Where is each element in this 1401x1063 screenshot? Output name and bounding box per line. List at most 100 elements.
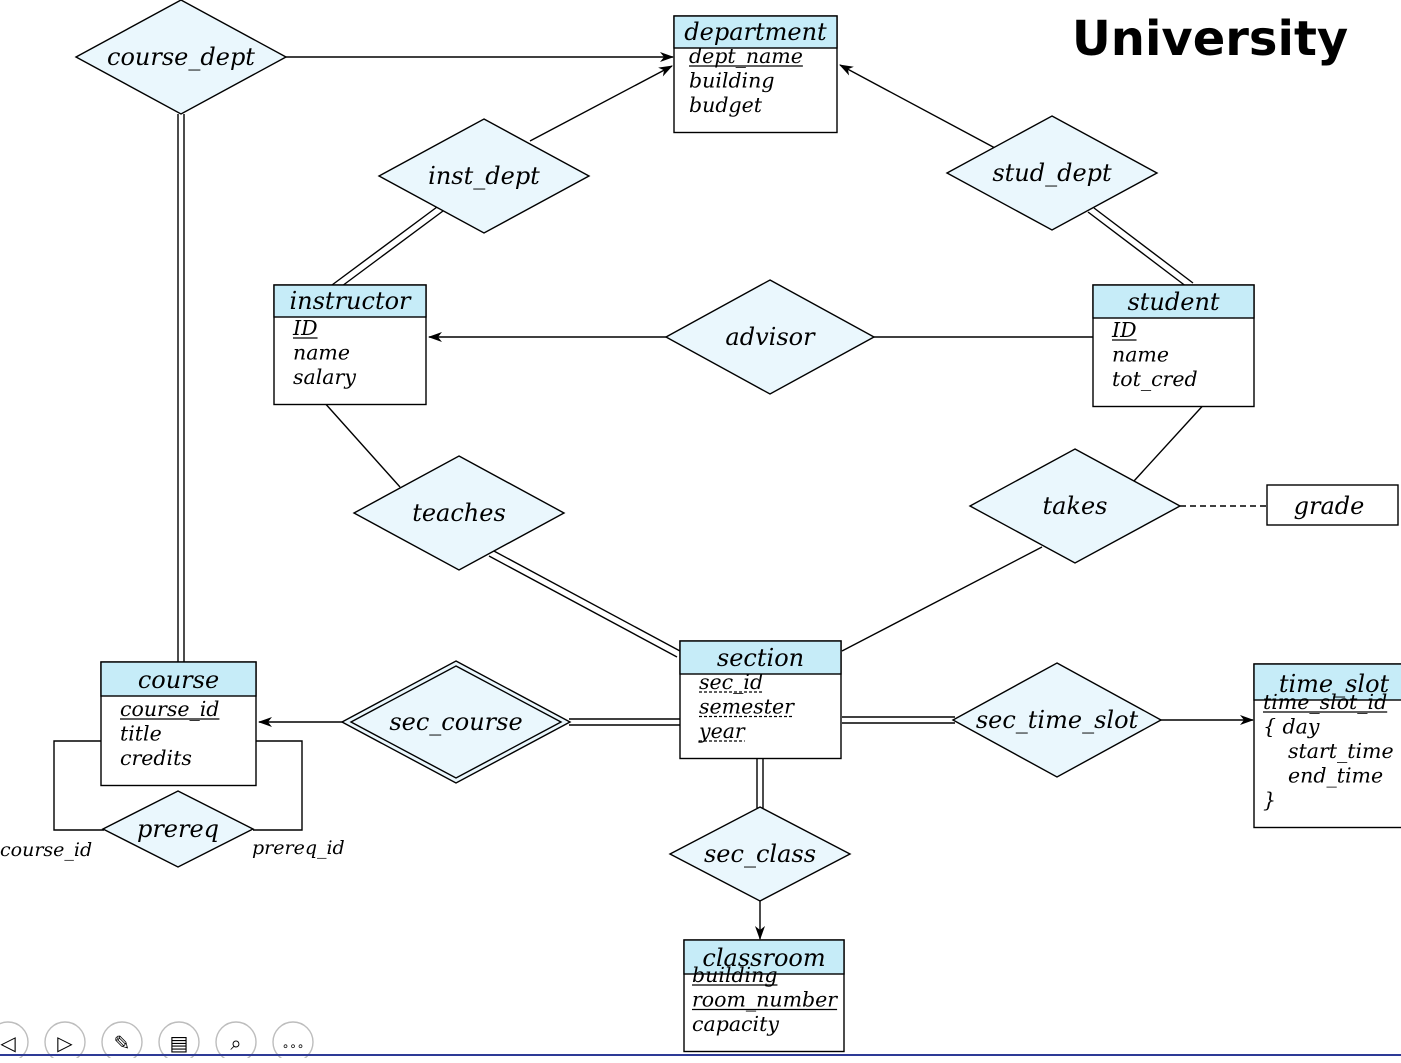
- entity-classroom-attribute: building: [692, 963, 777, 987]
- entity-time-slot-attribute: start_time: [1288, 739, 1394, 763]
- entity-instructor-attribute: ID: [292, 316, 318, 340]
- svg-text:⌕: ⌕: [230, 1031, 241, 1055]
- link-inst-dept-instructor-a: [331, 206, 438, 286]
- role-label-prereq-id: prereq_id: [252, 837, 345, 859]
- entity-section-header: [679, 640, 842, 675]
- entity-course-attribute: course_id: [120, 697, 219, 721]
- zoom-icon[interactable]: ⌕: [215, 1021, 257, 1063]
- entity-time-slot-header: [1253, 663, 1401, 701]
- relationship-takes-label: takes: [1042, 492, 1107, 520]
- entity-course-name: course: [138, 666, 219, 694]
- prev-icon[interactable]: ◁: [0, 1021, 29, 1063]
- pen-icon[interactable]: ✎: [101, 1021, 143, 1063]
- link-prereq-prereq-id: [253, 740, 303, 831]
- svg-text:▷: ▷: [57, 1031, 73, 1055]
- relationship-teaches: teaches: [352, 455, 566, 571]
- entity-time-slot-name: time_slot: [1279, 670, 1390, 698]
- entity-student-name: student: [1127, 288, 1219, 316]
- attribute-grade: grade: [1266, 484, 1399, 526]
- entity-instructor-header: [273, 284, 427, 318]
- svg-text:◁: ◁: [0, 1031, 16, 1055]
- link-student-takes: [1133, 399, 1209, 482]
- relationship-sec-class-label: sec_class: [704, 840, 816, 868]
- link-inst-dept-department: [529, 65, 673, 142]
- relationship-sec-course-diamond: [340, 660, 572, 784]
- relationship-stud-dept-label: stud_dept: [992, 159, 1112, 187]
- relationship-advisor-label: advisor: [725, 323, 816, 351]
- relationship-teaches-diamond: [352, 455, 566, 571]
- link-teaches-section-b: [488, 555, 678, 658]
- entity-classroom-name: classroom: [702, 944, 825, 972]
- relationship-stud-dept-diamond: [945, 115, 1159, 231]
- entity-time-slot-attribute: { day: [1263, 715, 1320, 739]
- entity-department-attribute: dept_name: [689, 44, 803, 68]
- entity-section-attribute: semester: [699, 695, 795, 719]
- relationship-course-dept: course_dept: [74, 0, 288, 115]
- relationship-sec-course-label: sec_course: [389, 708, 522, 736]
- link-prereq-course-id: [53, 740, 104, 831]
- entity-time-slot-attribute: }: [1263, 788, 1276, 812]
- link-stud-dept-student-a: [1087, 211, 1188, 288]
- entities: departmentdept_namebuildingbudgetinstruc…: [100, 15, 1401, 1053]
- entity-student-attribute: tot_cred: [1112, 367, 1198, 391]
- role-label-course-id: course_id: [0, 839, 92, 861]
- link-instructor-teaches: [322, 400, 401, 488]
- entity-classroom-attribute: room_number: [692, 988, 838, 1012]
- relationship-sec-class-diamond: [668, 806, 852, 902]
- entity-classroom-header: [683, 939, 845, 975]
- relationship-takes-diamond: [968, 448, 1182, 564]
- entity-section-attribute: year: [698, 719, 746, 743]
- entity-department-attribute: building: [689, 69, 774, 93]
- link-teaches-section-a: [491, 549, 681, 652]
- more-icon[interactable]: ∘∘∘: [272, 1021, 314, 1063]
- relationship-sec-class: sec_class: [668, 806, 852, 902]
- relationship-inst-dept-diamond: [377, 118, 591, 234]
- slides-icon[interactable]: ▤: [158, 1021, 200, 1063]
- entity-student-header: [1092, 284, 1255, 319]
- entity-instructor-name: instructor: [289, 287, 412, 315]
- link-stud-dept-department: [839, 64, 996, 149]
- entity-department-name: department: [684, 18, 827, 46]
- play-icon[interactable]: ▷: [44, 1021, 86, 1063]
- relationship-teaches-label: teaches: [412, 499, 506, 527]
- link-inst-dept-instructor-b: [337, 210, 444, 290]
- attribute-grade-label: grade: [1294, 492, 1365, 520]
- entity-course-header: [100, 661, 257, 697]
- relationship-course-dept-diamond: [74, 0, 288, 115]
- relationship-inst-dept-label: inst_dept: [428, 162, 540, 190]
- link-takes-section: [841, 546, 1043, 652]
- entity-course-attribute: credits: [120, 746, 192, 770]
- entity-section-attribute: sec_id: [699, 670, 763, 694]
- connectors: [53, 52, 1267, 940]
- relationship-sec-course-inner-diamond: [349, 665, 563, 779]
- entity-time-slot-attribute: end_time: [1288, 764, 1383, 788]
- relationship-sec-time-slot-label: sec_time_slot: [976, 706, 1139, 734]
- svg-text:∘∘∘: ∘∘∘: [282, 1039, 305, 1053]
- entity-department-attribute: budget: [689, 93, 763, 117]
- entity-time-slot-attribute: time_slot_id: [1263, 690, 1387, 714]
- entity-department-header: [673, 15, 838, 49]
- relationship-advisor: advisor: [664, 279, 876, 395]
- attribute-grade-box: [1266, 484, 1399, 526]
- entity-classroom-attribute: capacity: [692, 1012, 779, 1036]
- diagram-title: University: [1072, 11, 1348, 67]
- entity-student-attribute: name: [1112, 343, 1169, 367]
- relationship-takes: takes: [968, 448, 1182, 564]
- relationship-advisor-diamond: [664, 279, 876, 395]
- entity-instructor-attribute: salary: [293, 365, 356, 389]
- svg-text:✎: ✎: [114, 1031, 131, 1055]
- relationship-sec-course: sec_course: [340, 660, 572, 784]
- link-stud-dept-student-b: [1093, 207, 1194, 284]
- relationship-course-dept-label: course_dept: [107, 43, 255, 71]
- relationship-sec-time-slot: sec_time_slot: [951, 662, 1163, 778]
- slide-nav: ◁ ▷ ✎ ▤ ⌕ ∘∘∘: [0, 1021, 314, 1063]
- svg-text:▤: ▤: [170, 1031, 189, 1055]
- entity-section-name: section: [717, 644, 804, 672]
